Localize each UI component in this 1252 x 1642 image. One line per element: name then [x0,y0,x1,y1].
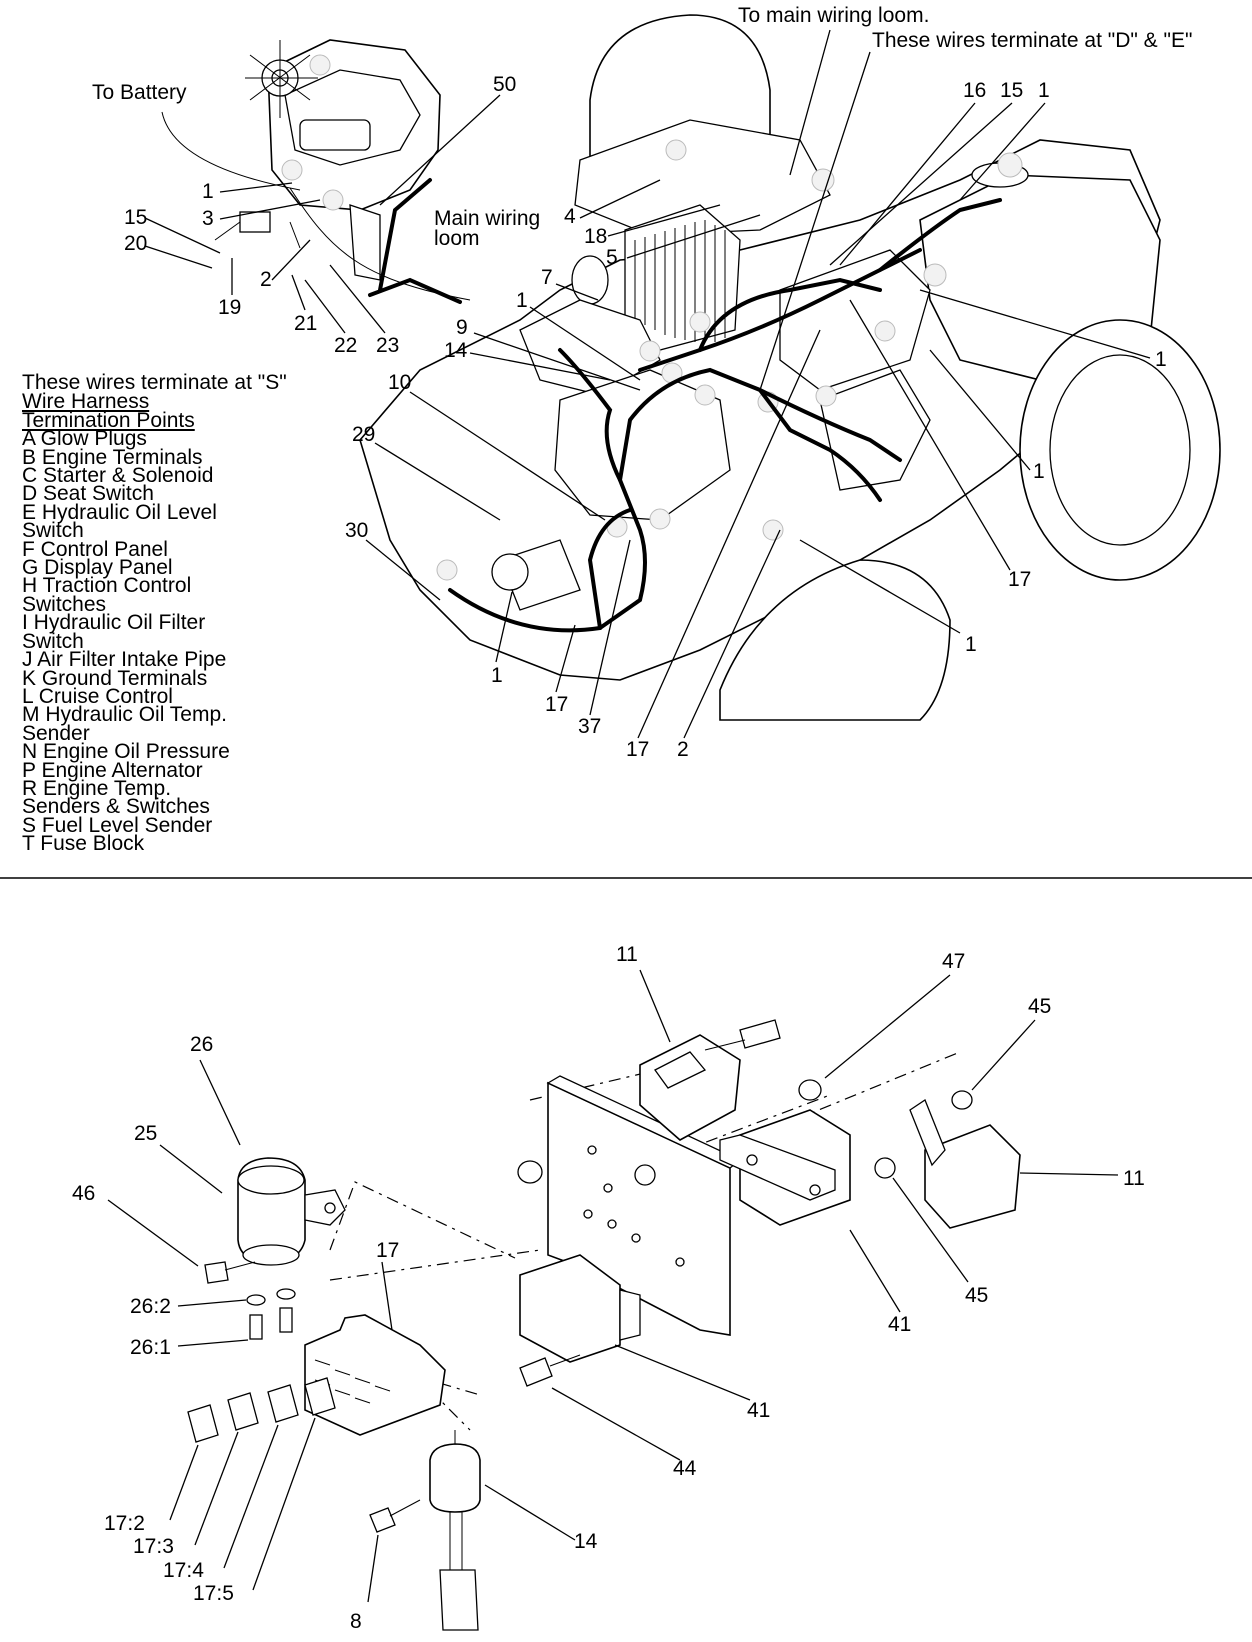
legend-item: M Hydraulic Oil Temp. [22,703,227,727]
legend-item: Sender [22,721,90,745]
callout-45-top: 45 [1028,995,1051,1018]
callout-17-fuse-block: 17 [376,1239,399,1262]
legend-item: C Starter & Solenoid [22,464,214,488]
callout-46: 46 [72,1182,95,1205]
callout-14-top: 14 [444,339,468,362]
callout-9: 9 [456,316,468,339]
callout-1-bottom: 1 [491,664,503,687]
legend-title-line2: Termination Points [22,408,195,432]
top-callouts: To main wiring loom. These wires termina… [22,4,1192,761]
legend-item: Switch [22,519,84,543]
legend-item: T Fuse Block [22,832,145,856]
legend-item: G Display Panel [22,556,173,580]
callout-29: 29 [352,423,375,446]
callout-41-bottom: 41 [747,1399,770,1422]
callout-4: 4 [564,205,576,228]
callout-22: 22 [334,334,357,357]
legend-item: A Glow Plugs [22,427,147,451]
callout-15-left: 15 [124,206,147,229]
callout-21: 21 [294,312,317,335]
callout-2-bottom: 2 [677,738,689,761]
legend-item: B Engine Terminals [22,445,203,469]
callout-17-bottom-left: 17 [545,693,568,716]
callout-1-top-right: 1 [1038,79,1050,102]
callout-1-engine: 1 [202,180,214,203]
callout-7: 7 [541,266,553,289]
callout-45-bottom: 45 [965,1284,988,1307]
legend-item: F Control Panel [22,537,168,561]
callout-1-right-lower: 1 [1033,460,1045,483]
legend-item: R Engine Temp. [22,776,172,800]
callout-11-right: 11 [1123,1167,1145,1190]
callout-main-wiring-loom-line2: loom [434,227,480,250]
callout-26-2: 26:2 [130,1295,171,1318]
callout-15-top: 15 [1000,79,1023,102]
callout-14-bottom: 14 [574,1530,598,1553]
callout-20: 20 [124,232,147,255]
callout-17-5: 17:5 [193,1582,234,1605]
legend-item: H Traction Control [22,574,192,598]
callout-1-right: 1 [1155,348,1167,371]
callout-41-right: 41 [888,1313,911,1336]
legend-item: I Hydraulic Oil Filter [22,611,206,635]
legend-item: Senders & Switches [22,795,210,819]
fuse-relay-bracket-exploded-view [187,1019,1021,1631]
legend-item: L Cruise Control [22,684,173,708]
legend-item: D Seat Switch [22,482,154,506]
legend-item: P Engine Alternator [22,758,203,782]
callout-3: 3 [202,207,214,230]
callout-25: 25 [134,1122,157,1145]
callout-17-bottom: 17 [626,738,649,761]
callout-17-3: 17:3 [133,1535,174,1558]
callout-26-1: 26:1 [130,1336,171,1359]
termination-points-legend: . Wire Harness Termination Points A Glow… [22,368,342,854]
callout-50: 50 [493,73,516,96]
legend-title-line1: Wire Harness [22,390,150,414]
callout-main-wiring-loom-line1: Main wiring [434,207,540,230]
bottom-callouts: 11 47 45 26 25 46 11 17 45 26:2 26:1 41 … [72,943,1145,1633]
callout-17-right: 17 [1008,568,1031,591]
callout-18: 18 [584,225,607,248]
callout-44: 44 [673,1457,697,1480]
callout-17-2: 17:2 [104,1512,145,1535]
legend-item: K Ground Terminals [22,666,208,690]
legend-item: S Fuel Level Sender [22,813,213,837]
callout-11-top: 11 [616,943,638,966]
callout-19: 19 [218,296,241,319]
callout-1-front: 1 [965,633,977,656]
callout-5: 5 [606,246,618,269]
legend-item: N Engine Oil Pressure [22,740,230,764]
callout-2-engine: 2 [260,268,272,291]
callout-17-4: 17:4 [163,1559,204,1582]
engine-assembly-illustration [161,14,1221,721]
top-leader-lines [144,29,1151,739]
legend-item: E Hydraulic Oil Level [22,500,217,524]
callout-47: 47 [942,950,965,973]
callout-8: 8 [350,1610,362,1633]
callout-wires-terminate-de: These wires terminate at "D" & "E" [872,29,1192,52]
legend-item: Switch [22,629,84,653]
callout-30: 30 [345,519,368,542]
callout-1-reservoir: 1 [516,289,528,312]
callout-to-main-wiring-loom: To main wiring loom. [738,4,929,27]
callout-23: 23 [376,334,399,357]
callout-16: 16 [963,79,986,102]
legend-item: J Air Filter Intake Pipe [22,648,227,672]
callout-wires-terminate-s: These wires terminate at "S" [22,371,287,394]
bottom-leader-lines [107,969,1119,1603]
callout-37: 37 [578,715,601,738]
legend-item: Switches [22,592,107,616]
callout-26: 26 [190,1033,213,1056]
callout-10: 10 [388,371,411,394]
callout-to-battery: To Battery [92,81,187,104]
